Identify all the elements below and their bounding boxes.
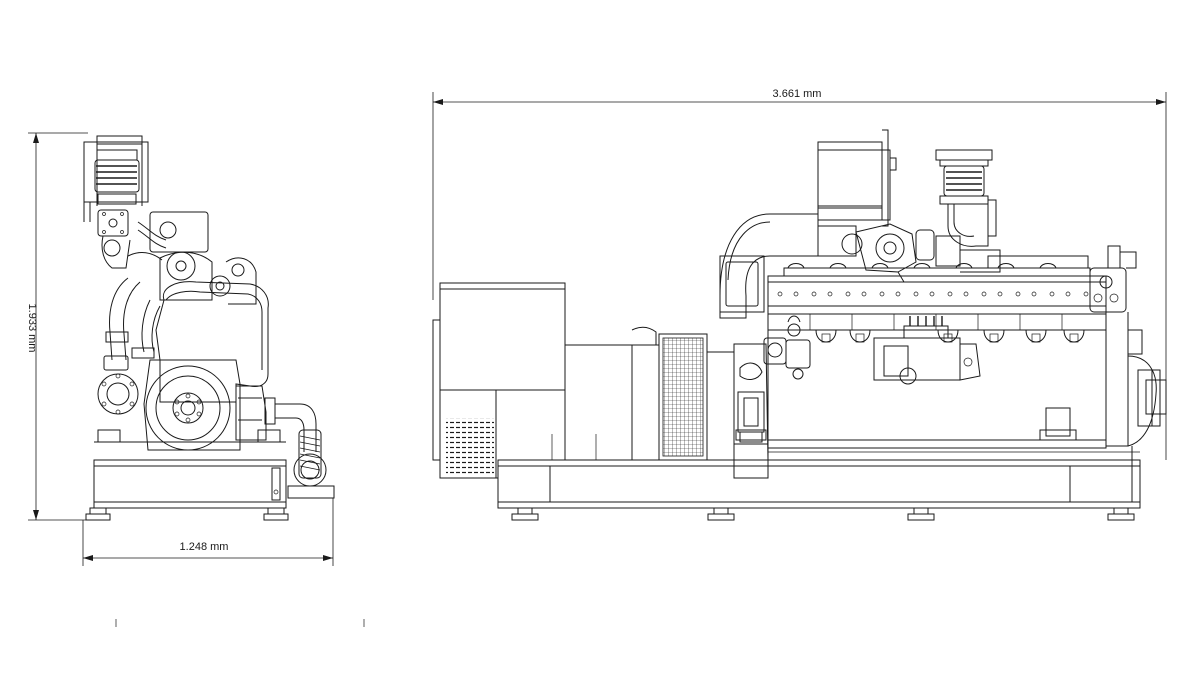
intake-ports [815,329,1085,343]
fuel-injection-pump [873,316,981,385]
turbo-end [97,209,257,305]
length-dimension: 3.661 mm [432,86,1167,460]
coolant-pipes-end [103,277,161,371]
height-dimension: 1.933 mm [26,132,88,521]
exhaust-bellows [935,149,1001,273]
front-accessories [1089,245,1143,447]
length-dimension-label: 3.661 mm [773,88,822,100]
front-pulleys [1127,355,1167,447]
air-filter-end [83,135,149,222]
side-view [432,129,1167,521]
air-filter-housing [817,129,897,227]
water-pump-end [97,373,139,415]
exhaust-pipe-end [264,397,335,499]
feet-end [85,507,289,521]
width-dimension-label: 1.248 mm [180,541,229,553]
turbocharger [855,223,936,283]
crank-pulley-end [143,359,241,451]
engine-block-side [767,275,1107,449]
height-dimension-label: 1.933 mm [26,304,38,353]
alternator [432,282,660,479]
base-frame-side [497,459,1141,509]
cylinder-head-bolts [777,291,1089,297]
feet-side [511,507,1135,521]
engine-mounts-side [735,407,1077,441]
base-frame-end [93,459,287,509]
fuel-filter [763,315,811,380]
width-dimension: 1.248 mm [82,498,334,566]
end-view [83,135,335,521]
intake-elbow [719,213,863,319]
coupling-grille [658,333,708,461]
flywheel-housing [706,343,769,479]
